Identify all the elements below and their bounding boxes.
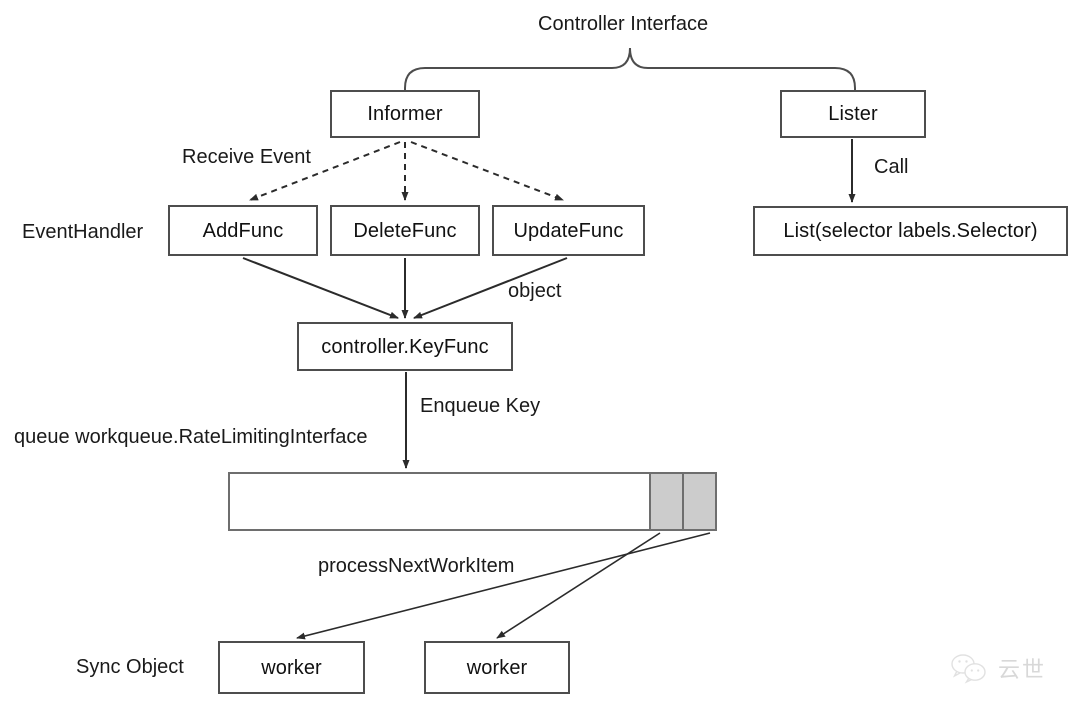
node-controller-keyfunc[interactable]: controller.KeyFunc <box>297 322 513 371</box>
edge-addfunc-keyfunc <box>242 257 399 319</box>
node-list-call-label: List(selector labels.Selector) <box>783 220 1038 242</box>
work-queue-bar[interactable] <box>228 472 717 531</box>
wechat-icon <box>951 654 986 684</box>
node-lister-label: Lister <box>828 103 878 125</box>
node-delete-func[interactable]: DeleteFunc <box>330 205 480 256</box>
enqueue-key-label: Enqueue Key <box>420 395 541 417</box>
node-worker-one[interactable]: worker <box>218 641 365 694</box>
edge-informer-updatefunc <box>410 141 564 201</box>
node-delete-func-label: DeleteFunc <box>353 219 457 242</box>
node-add-func-label: AddFunc <box>202 219 284 242</box>
queue-empty-region <box>230 474 649 529</box>
node-controller-keyfunc-label: controller.KeyFunc <box>321 335 489 358</box>
controller-interface-label: Controller Interface <box>538 13 709 35</box>
node-add-func[interactable]: AddFunc <box>168 205 318 256</box>
node-worker-one-label: worker <box>261 656 322 679</box>
edge-queue-worker-one <box>296 532 711 640</box>
edge-queue-worker-two <box>496 532 661 639</box>
event-handler-label: EventHandler <box>22 221 144 243</box>
sync-object-label: Sync Object <box>76 656 184 678</box>
queue-type-label: queue workqueue.RateLimitingInterface <box>14 426 368 448</box>
watermark: 云世 <box>950 652 1046 684</box>
receive-event-label: Receive Event <box>182 146 311 168</box>
node-list-call[interactable]: List(selector labels.Selector) <box>753 206 1068 256</box>
node-update-func-label: UpdateFunc <box>513 219 624 242</box>
node-informer-label: Informer <box>367 103 443 125</box>
node-informer[interactable]: Informer <box>330 90 480 138</box>
call-label: Call <box>874 156 909 178</box>
process-next-work-item-label: processNextWorkItem <box>318 555 515 577</box>
node-worker-two-label: worker <box>466 656 528 679</box>
node-lister[interactable]: Lister <box>780 90 926 138</box>
queue-item-cell[interactable] <box>682 474 715 529</box>
node-worker-two[interactable]: worker <box>424 641 570 694</box>
node-update-func[interactable]: UpdateFunc <box>492 205 645 256</box>
queue-item-cell[interactable] <box>649 474 682 529</box>
watermark-text: 云世 <box>998 658 1047 683</box>
object-label: object <box>508 280 562 302</box>
